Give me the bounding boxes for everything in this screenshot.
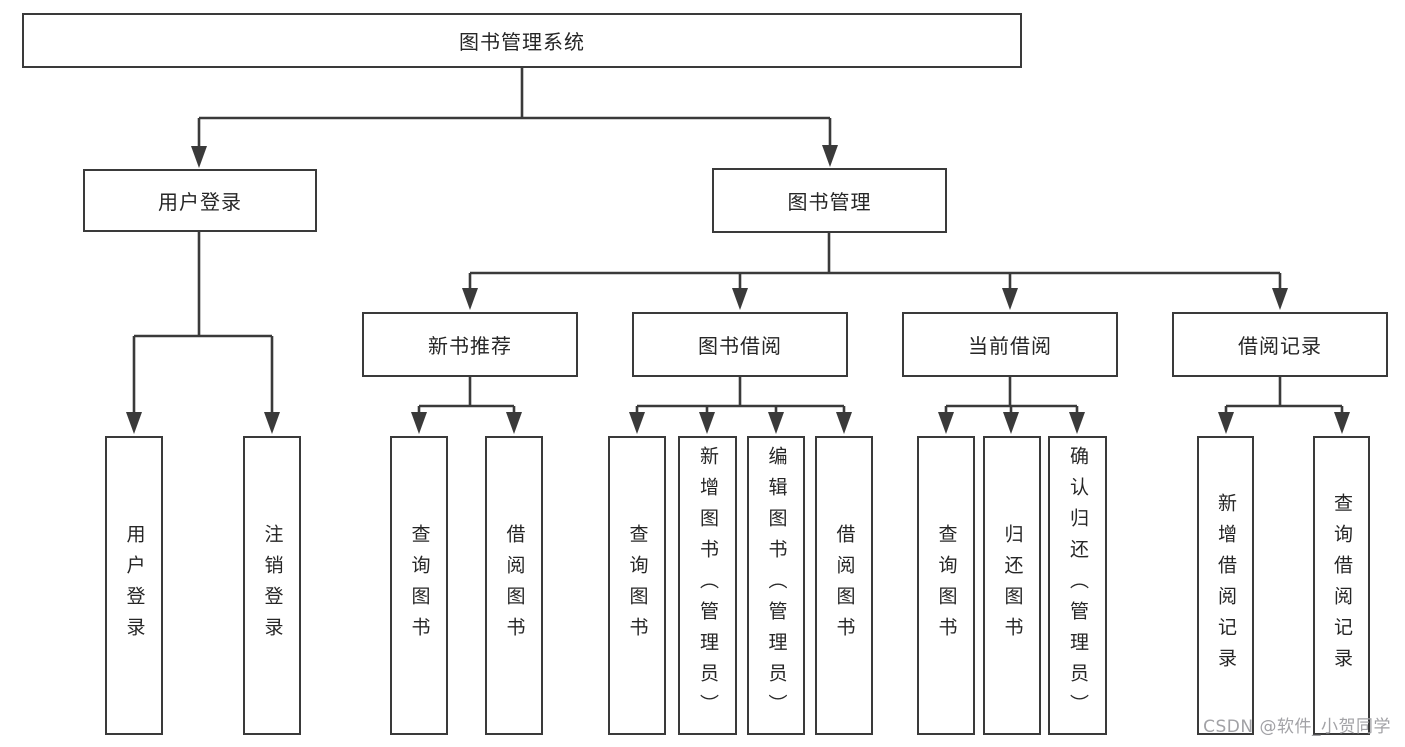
leaf-query-books-current: 查询图书 <box>917 436 975 735</box>
connector-current-to-leaves <box>944 377 1079 414</box>
arrow-into-leaf-c2 <box>699 412 715 434</box>
arrow-into-leaf-c1 <box>629 412 645 434</box>
node-library-management-system: 图书管理系统 <box>22 13 1022 68</box>
arrow-into-leaf-c4 <box>836 412 852 434</box>
leaf-confirm-return-admin: 确认归还（管理员） <box>1048 436 1107 735</box>
arrow-into-leaf-b2 <box>506 412 522 434</box>
arrow-into-user-login <box>191 146 207 168</box>
arrow-into-leaf-d3 <box>1069 412 1085 434</box>
connector-root-to-level2 <box>197 68 832 149</box>
leaf-query-borrow-record: 查询借阅记录 <box>1313 436 1370 735</box>
leaf-user-login: 用户登录 <box>105 436 163 735</box>
arrow-into-leaf-c3 <box>768 412 784 434</box>
arrow-into-recommend <box>462 288 478 310</box>
leaf-return-books: 归还图书 <box>983 436 1041 735</box>
arrow-into-leaf-d2 <box>1003 412 1019 434</box>
arrow-into-leaf-d1 <box>938 412 954 434</box>
node-book-management: 图书管理 <box>712 168 947 233</box>
leaf-borrow-books: 借阅图书 <box>815 436 873 735</box>
connector-login-to-leaves <box>132 232 274 414</box>
connector-mgmt-to-level3 <box>468 233 1282 291</box>
node-current-borrow: 当前借阅 <box>902 312 1118 377</box>
arrow-into-leaf-a1 <box>126 412 142 434</box>
leaf-query-books-recommend: 查询图书 <box>390 436 448 735</box>
leaf-add-borrow-record: 新增借阅记录 <box>1197 436 1254 735</box>
arrow-into-leaf-e2 <box>1334 412 1350 434</box>
arrow-into-book-management <box>822 145 838 167</box>
leaf-logout: 注销登录 <box>243 436 301 735</box>
connector-recommend-to-leaves <box>417 377 516 414</box>
node-borrow-records: 借阅记录 <box>1172 312 1388 377</box>
arrow-into-borrow <box>732 288 748 310</box>
node-user-login: 用户登录 <box>83 169 317 232</box>
arrow-into-leaf-e1 <box>1218 412 1234 434</box>
leaf-query-books-borrow: 查询图书 <box>608 436 666 735</box>
leaf-edit-books-admin: 编辑图书（管理员） <box>747 436 805 735</box>
node-new-book-recommend: 新书推荐 <box>362 312 578 377</box>
arrow-into-current <box>1002 288 1018 310</box>
node-book-borrow: 图书借阅 <box>632 312 848 377</box>
arrow-into-records <box>1272 288 1288 310</box>
leaf-add-books-admin: 新增图书（管理员） <box>678 436 737 735</box>
arrow-into-leaf-b1 <box>411 412 427 434</box>
connector-borrow-to-leaves <box>635 377 846 414</box>
csdn-watermark: CSDN @软件_小贺同学 <box>1203 717 1391 737</box>
arrow-into-leaf-a2 <box>264 412 280 434</box>
leaf-borrow-books-recommend: 借阅图书 <box>485 436 543 735</box>
connector-records-to-leaves <box>1224 377 1344 414</box>
